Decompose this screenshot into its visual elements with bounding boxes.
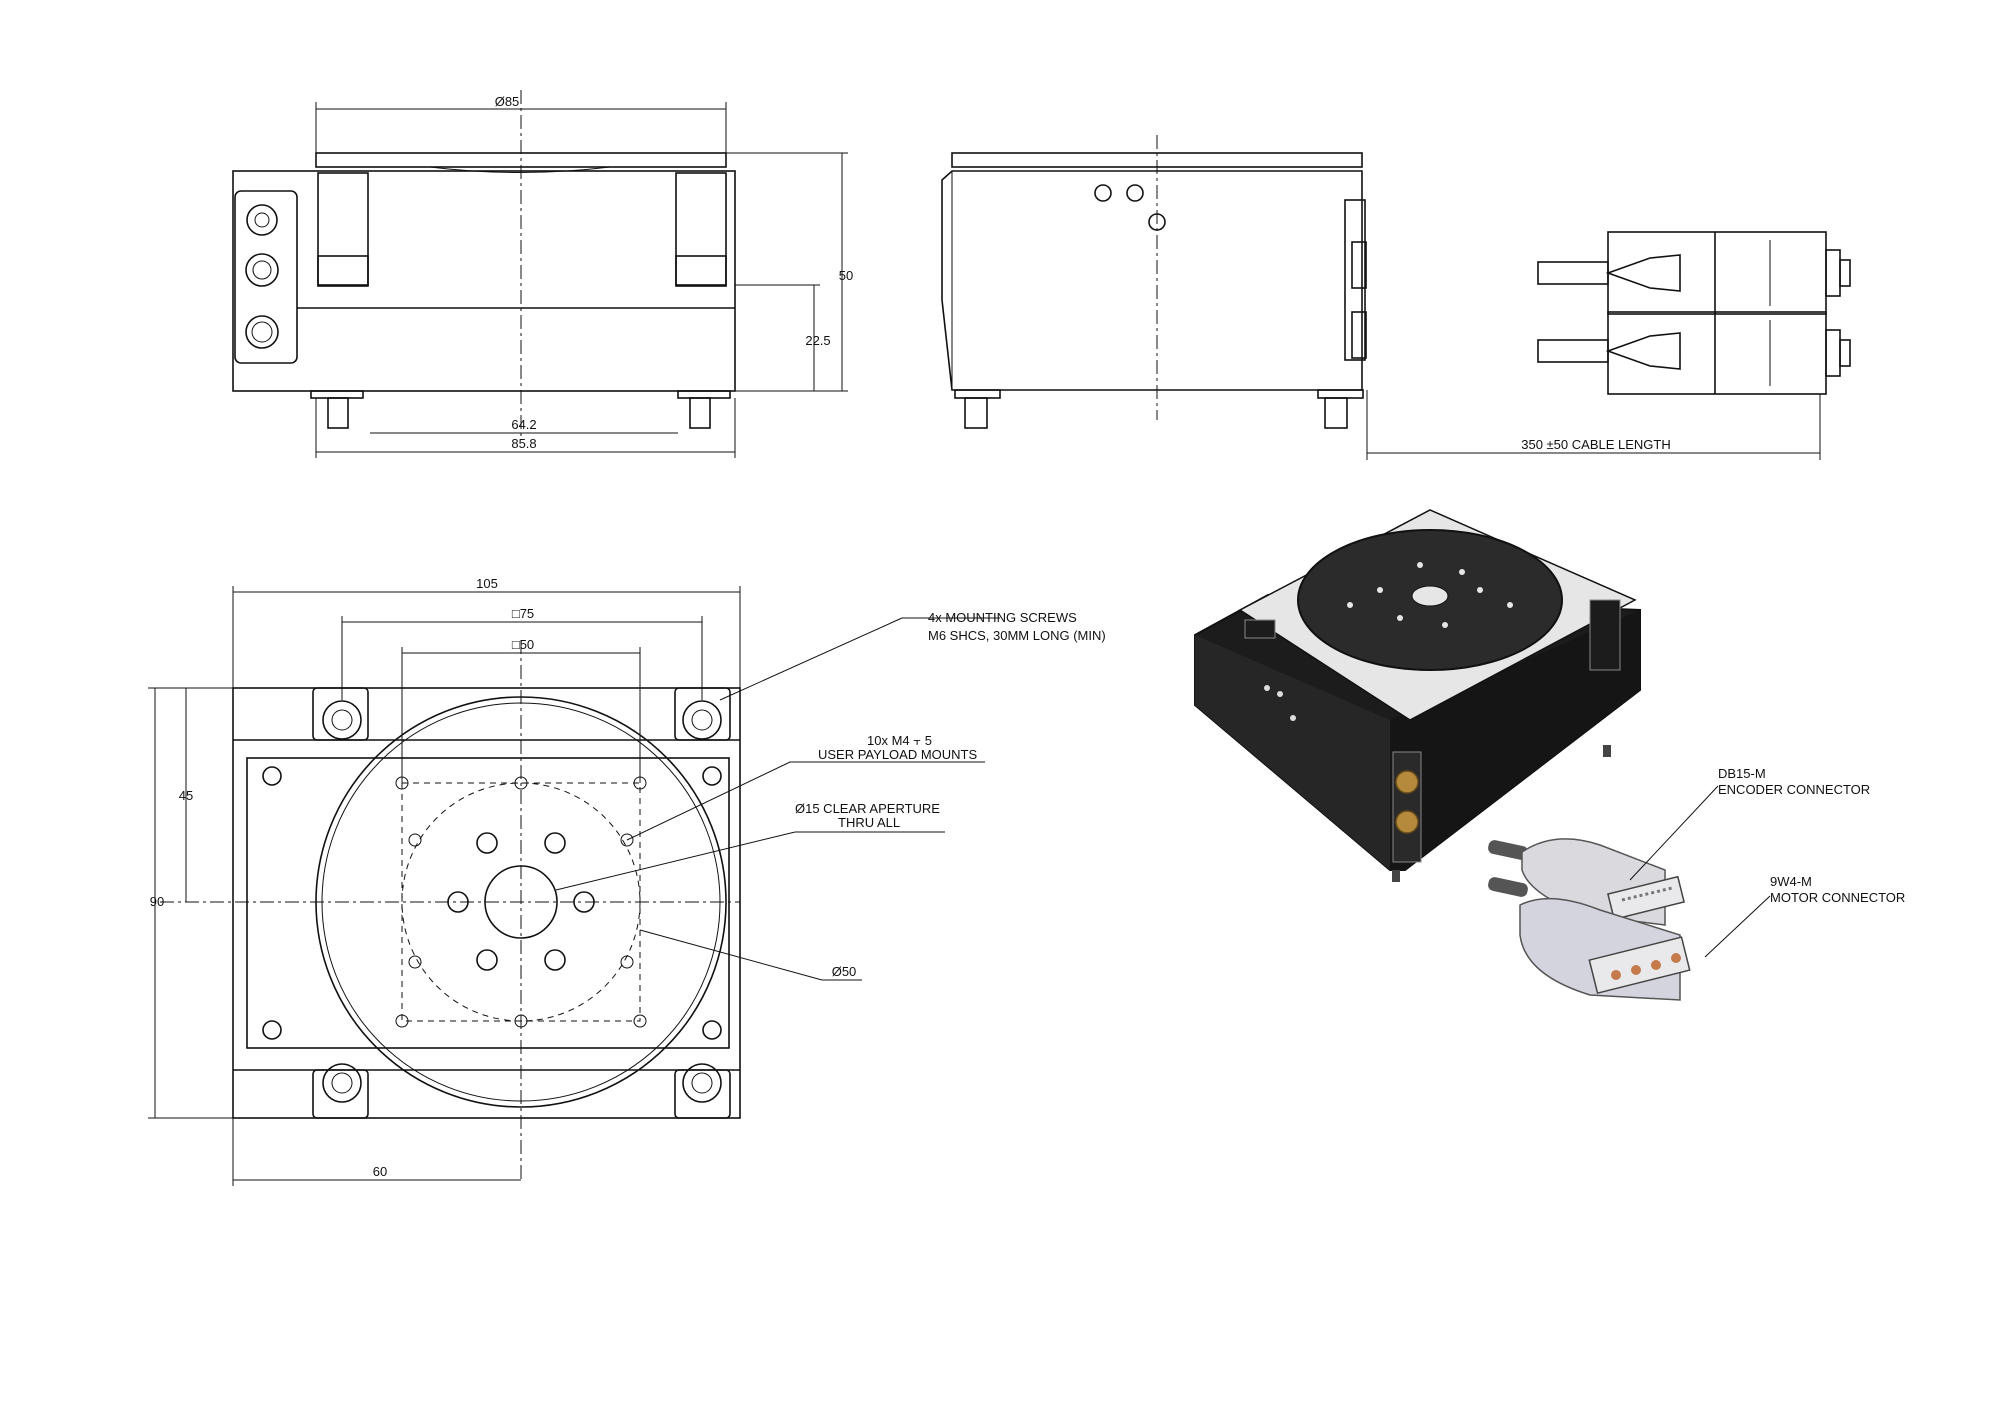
connector-upper xyxy=(1537,231,1851,315)
callout-encoder-2: ENCODER CONNECTOR xyxy=(1718,782,1870,797)
dim-diameter-50: Ø50 xyxy=(832,964,857,979)
encoder-connector xyxy=(1488,838,1685,926)
dim-cable-length: 350 ±50 CABLE LENGTH xyxy=(1521,437,1670,452)
dim-half-45: 45 xyxy=(179,788,193,803)
mounting-screw-bl xyxy=(312,1063,369,1119)
callout-aperture-1: Ø15 CLEAR APERTURE xyxy=(795,801,940,816)
front-view: Ø85 50 22.5 64.2 xyxy=(232,90,853,458)
callout-encoder-1: DB15-M xyxy=(1718,766,1766,781)
callout-motor-2: MOTOR CONNECTOR xyxy=(1770,890,1905,905)
dim-diameter-85: Ø85 xyxy=(495,94,520,109)
callout-mounting-screws-2: M6 SHCS, 30MM LONG (MIN) xyxy=(928,628,1106,643)
dim-width-105: 105 xyxy=(476,576,498,591)
plan-view: 105 □75 □50 90 45 60 Ø50 4x MOUNTING xyxy=(148,576,1106,1186)
side-view xyxy=(941,135,1367,429)
connector-lower xyxy=(1537,311,1851,395)
dim-64-2: 64.2 xyxy=(511,417,536,432)
dim-square-75: □75 xyxy=(512,606,534,621)
dim-85-8: 85.8 xyxy=(511,436,536,451)
callout-payload-1: 10x M4 ⫟ 5 xyxy=(867,733,932,748)
dim-height-22-5: 22.5 xyxy=(805,333,830,348)
callout-mounting-screws-1: 4x MOUNTING SCREWS xyxy=(928,610,1077,625)
mounting-screw-br xyxy=(674,1063,731,1119)
dim-square-50: □50 xyxy=(512,637,534,652)
dim-height-50: 50 xyxy=(839,268,853,283)
mounting-screw-tl xyxy=(312,687,369,741)
dim-center-60: 60 xyxy=(373,1164,387,1179)
isometric-render: DB15-M ENCODER CONNECTOR 9W4-M MOTOR CON… xyxy=(1194,509,1905,1001)
dim-height-90: 90 xyxy=(150,894,164,909)
cable-connectors-view: 350 ±50 CABLE LENGTH xyxy=(1366,231,1851,460)
callout-aperture-2: THRU ALL xyxy=(838,815,900,830)
motor-connector xyxy=(1488,877,1691,1001)
callout-motor-1: 9W4-M xyxy=(1770,874,1812,889)
callout-payload-2: USER PAYLOAD MOUNTS xyxy=(818,747,977,762)
